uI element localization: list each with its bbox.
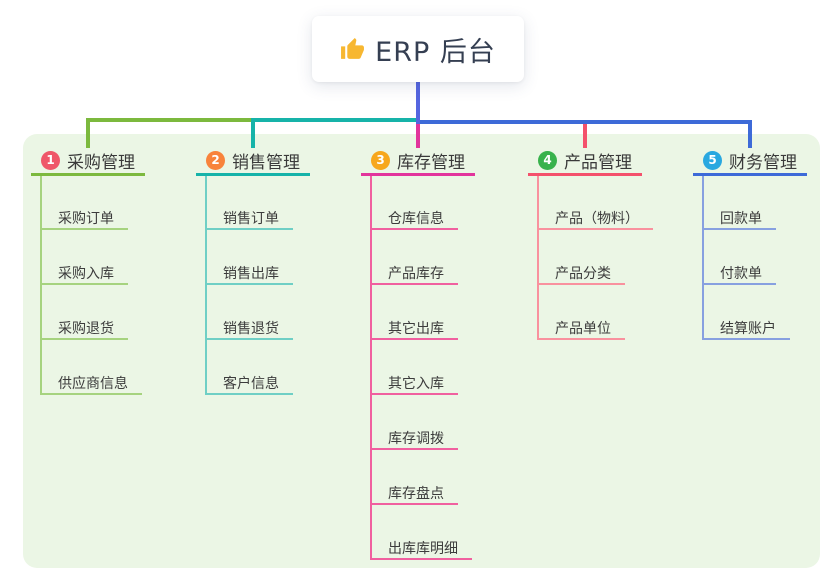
branch-underline [528,173,642,176]
branch-label: 财务管理 [729,152,797,173]
child-node[interactable]: 产品单位 [537,321,625,340]
branch-children-connector [370,176,372,560]
thumbs-up-icon [341,37,365,59]
child-node[interactable]: 销售订单 [205,211,293,230]
branch-header[interactable]: 1 采购管理 [31,148,145,173]
child-node[interactable]: 其它入库 [370,376,458,395]
child-node[interactable]: 采购入库 [40,266,128,285]
branch-underline [31,173,145,176]
child-node[interactable]: 产品分类 [537,266,625,285]
branch-number-badge: 5 [703,150,722,170]
child-node[interactable]: 产品（物料） [537,211,653,230]
child-node[interactable]: 出库库明细 [370,541,472,560]
child-node[interactable]: 其它出库 [370,321,458,340]
child-node[interactable]: 采购订单 [40,211,128,230]
branch-header[interactable]: 2 销售管理 [196,148,310,173]
branch-label: 采购管理 [67,152,135,173]
child-node[interactable]: 销售出库 [205,266,293,285]
child-node[interactable]: 付款单 [702,266,776,285]
branch-underline [361,173,475,176]
child-node[interactable]: 采购退货 [40,321,128,340]
branch-label: 产品管理 [564,152,632,173]
child-node[interactable]: 客户信息 [205,376,293,395]
branch-underline [693,173,807,176]
branch-number-badge: 4 [538,150,557,170]
branch-children-connector [702,176,704,340]
child-node[interactable]: 结算账户 [702,321,790,340]
child-node[interactable]: 供应商信息 [40,376,142,395]
child-node[interactable]: 库存调拨 [370,431,458,450]
child-node[interactable]: 仓库信息 [370,211,458,230]
branch-underline [196,173,310,176]
branch-children-connector [40,176,42,395]
branch-header[interactable]: 5 财务管理 [693,148,807,173]
child-node[interactable]: 产品库存 [370,266,458,285]
root-label: ERP 后台 [375,36,496,68]
root-node[interactable]: ERP 后台 [312,16,524,82]
branch-header[interactable]: 3 库存管理 [361,148,475,173]
branch-header[interactable]: 4 产品管理 [528,148,642,173]
branch-number-badge: 3 [371,150,390,170]
branch-label: 销售管理 [232,152,300,173]
branch-number-badge: 1 [41,150,60,170]
mindmap-panel [23,134,820,568]
child-node[interactable]: 库存盘点 [370,486,458,505]
branch-number-badge: 2 [206,150,225,170]
branch-children-connector [537,176,539,340]
child-node[interactable]: 销售退货 [205,321,293,340]
branch-children-connector [205,176,207,395]
branch-label: 库存管理 [397,152,465,173]
child-node[interactable]: 回款单 [702,211,776,230]
